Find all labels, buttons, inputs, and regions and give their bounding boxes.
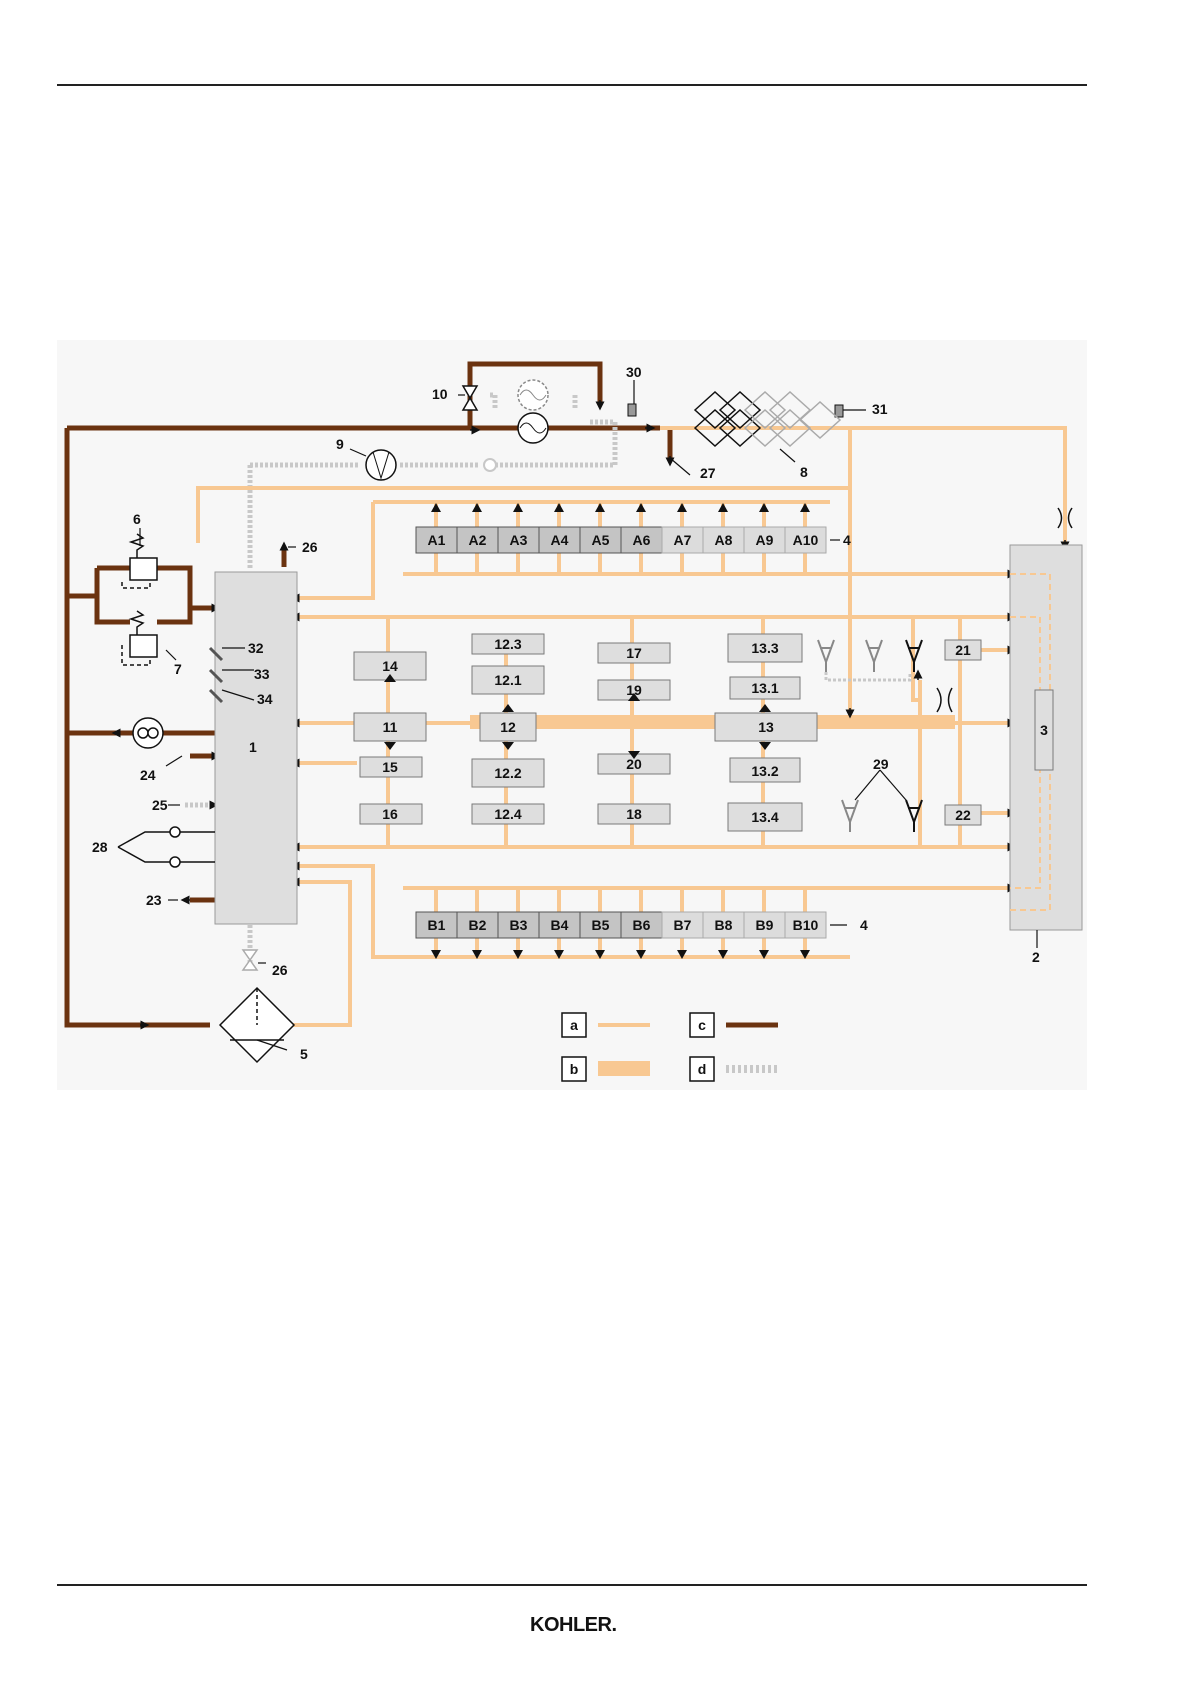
cylinder-label-A4: A4 xyxy=(551,532,569,548)
box-18-label: 18 xyxy=(626,806,642,822)
box-3-label: 3 xyxy=(1040,722,1048,738)
box-13-1-label: 13.1 xyxy=(751,680,778,696)
kohler-logo: KOHLER. xyxy=(530,1614,617,1637)
cylinder-label-A6: A6 xyxy=(633,532,651,548)
cylinder-label-A7: A7 xyxy=(674,532,692,548)
box-13-4-label: 13.4 xyxy=(751,809,778,825)
cylinder-label-B6: B6 xyxy=(633,917,651,933)
cylinder-label-B10: B10 xyxy=(793,917,819,933)
callout-1: 1 xyxy=(249,739,257,755)
check-valve-icon xyxy=(484,459,496,471)
pump-9 xyxy=(366,450,396,480)
box-21-label: 21 xyxy=(955,642,971,658)
svg-text:b: b xyxy=(570,1061,579,1077)
box-11-label: 11 xyxy=(383,719,398,735)
callout-32: 32 xyxy=(248,640,264,656)
cylinder-label-A8: A8 xyxy=(715,532,733,548)
box-17-label: 17 xyxy=(626,645,642,661)
box-12-1-label: 12.1 xyxy=(494,672,521,688)
box-12-4-label: 12.4 xyxy=(494,806,521,822)
footer-rule xyxy=(57,1584,1087,1586)
box-12-3-label: 12.3 xyxy=(494,636,521,652)
svg-text:a: a xyxy=(570,1017,578,1033)
box-13-label: 13 xyxy=(758,719,774,735)
cylinder-label-B7: B7 xyxy=(674,917,692,933)
callout-5: 5 xyxy=(300,1046,308,1062)
cylinder-label-B4: B4 xyxy=(551,917,569,933)
sensor-30 xyxy=(628,404,636,416)
box-12-2-label: 12.2 xyxy=(494,765,521,781)
cylinder-label-A5: A5 xyxy=(592,532,610,548)
callout-7: 7 xyxy=(174,661,182,677)
callout-34: 34 xyxy=(257,691,273,707)
callout-25: 25 xyxy=(152,797,168,813)
cylinder-label-B8: B8 xyxy=(715,917,733,933)
callout-29: 29 xyxy=(873,756,889,772)
callout-4a: 4 xyxy=(843,532,851,548)
cylinder-label-A1: A1 xyxy=(428,532,446,548)
gear-pump-icon xyxy=(133,718,163,748)
sensor-31 xyxy=(835,405,843,417)
callout-2: 2 xyxy=(1032,949,1040,965)
box-22-label: 22 xyxy=(955,807,971,823)
cylinder-label-A2: A2 xyxy=(469,532,487,548)
callout-23: 23 xyxy=(146,892,162,908)
cylinder-bank-b: B1 B2 B3 B4 B5 B6 B7 B8 B9 B10 xyxy=(416,912,826,938)
cylinder-label-B1: B1 xyxy=(428,917,446,933)
callout-33: 33 xyxy=(254,666,270,682)
callout-10: 10 xyxy=(432,386,448,402)
cylinder-label-B9: B9 xyxy=(756,917,774,933)
callout-4b: 4 xyxy=(860,917,868,933)
main-gallery xyxy=(470,715,955,729)
cylinder-bank-a: A1 A2 A3 A4 A5 A6 A7 A8 A9 A10 xyxy=(416,527,826,553)
cylinder-label-B3: B3 xyxy=(510,917,528,933)
callout-26b: 26 xyxy=(272,962,288,978)
callout-24: 24 xyxy=(140,767,156,783)
svg-text:d: d xyxy=(698,1061,707,1077)
box-14-label: 14 xyxy=(382,658,398,674)
callout-6: 6 xyxy=(133,511,141,527)
callout-27: 27 xyxy=(700,465,716,481)
cylinder-label-B5: B5 xyxy=(592,917,610,933)
box-16-label: 16 xyxy=(382,806,398,822)
cylinder-label-A10: A10 xyxy=(793,532,819,548)
box-13-2-label: 13.2 xyxy=(751,763,778,779)
svg-text:c: c xyxy=(698,1017,706,1033)
callout-26a: 26 xyxy=(302,539,318,555)
box-15-label: 15 xyxy=(382,759,398,775)
callout-9: 9 xyxy=(336,436,344,452)
callout-31: 31 xyxy=(872,401,888,417)
callout-30: 30 xyxy=(626,364,642,380)
callout-8: 8 xyxy=(800,464,808,480)
cylinder-label-A3: A3 xyxy=(510,532,528,548)
box-13-3-label: 13.3 xyxy=(751,640,778,656)
cylinder-label-A9: A9 xyxy=(756,532,774,548)
box-12-label: 12 xyxy=(500,719,516,735)
cylinder-label-B2: B2 xyxy=(469,917,487,933)
callout-28: 28 xyxy=(92,839,108,855)
